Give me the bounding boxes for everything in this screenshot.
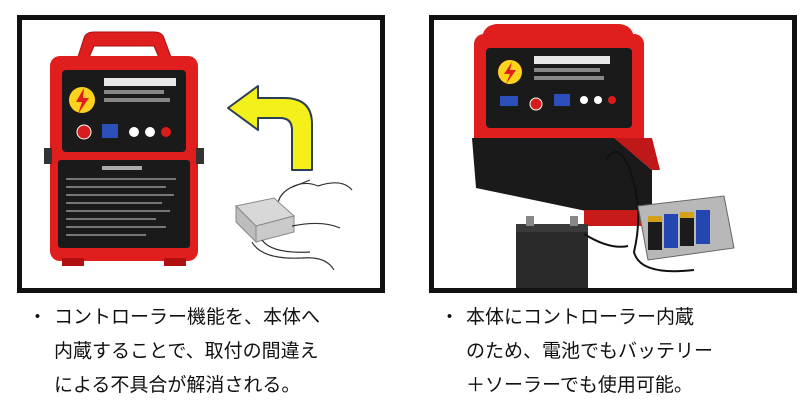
arrow-left-icon bbox=[227, 85, 313, 171]
caption-line: ・本体にコントローラー内蔵 bbox=[440, 300, 713, 334]
caption-bullet: ・ bbox=[28, 306, 48, 328]
caption-line: による不具合が解消される。 bbox=[54, 374, 301, 396]
blue-switch-icon bbox=[102, 124, 118, 138]
red-knob-icon bbox=[76, 124, 92, 140]
caption-line: のため、電池でもバッテリー bbox=[466, 340, 714, 362]
caption-bullet: ・ bbox=[440, 306, 460, 328]
right-product-photo bbox=[472, 24, 735, 288]
device-handle bbox=[76, 31, 173, 61]
left-image-frame bbox=[17, 15, 385, 293]
caption-line: ＋ソーラーでも使用可能。 bbox=[466, 374, 693, 396]
left-product-photo bbox=[44, 31, 353, 271]
caption-line: ・コントローラー機能を、本体へ bbox=[28, 300, 320, 334]
external-controller-box bbox=[234, 197, 296, 244]
aa-battery-pack-icon bbox=[637, 195, 735, 261]
battery-icon bbox=[516, 216, 588, 288]
right-image-frame bbox=[429, 15, 797, 293]
left-caption: ・コントローラー機能を、本体へ 内蔵することで、取付の間違え による不具合が解消… bbox=[28, 300, 320, 402]
caption-line: 内蔵することで、取付の間違え bbox=[54, 340, 319, 362]
right-caption: ・本体にコントローラー内蔵 のため、電池でもバッテリー ＋ソーラーでも使用可能。 bbox=[440, 300, 713, 402]
